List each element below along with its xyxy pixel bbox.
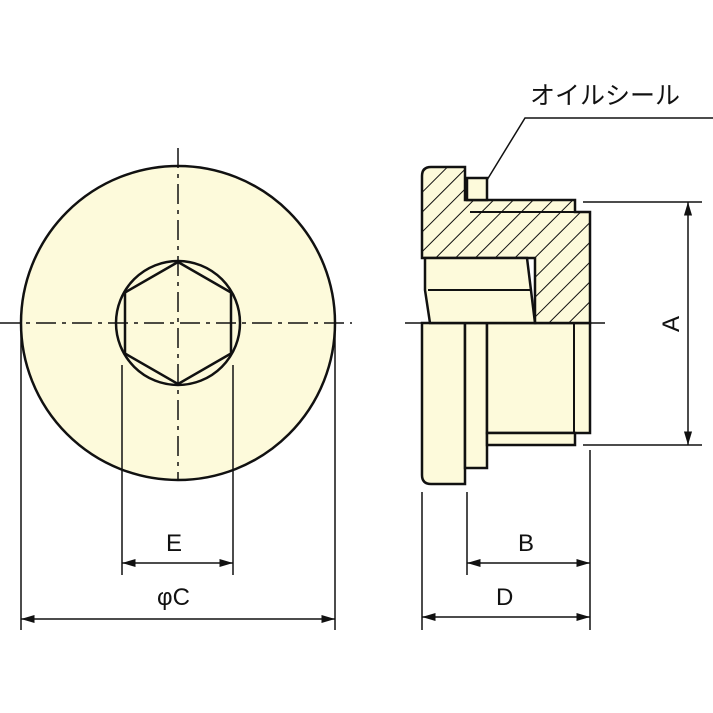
side-view	[405, 117, 713, 630]
oil-seal-label: オイルシール	[530, 82, 681, 110]
dim-d-label: D	[496, 584, 514, 611]
front-view	[0, 148, 352, 630]
dim-a-label: A	[658, 315, 686, 333]
oil-seal	[465, 176, 489, 202]
thread-lower	[485, 431, 577, 447]
dim-c-label: φC	[157, 584, 190, 611]
dim-b-label: B	[518, 530, 535, 557]
section-upper	[420, 165, 592, 325]
flange-lower	[420, 321, 467, 486]
seal-lower	[463, 321, 489, 470]
dim-e-label: E	[166, 530, 183, 557]
oil-seal-leader	[486, 117, 713, 181]
